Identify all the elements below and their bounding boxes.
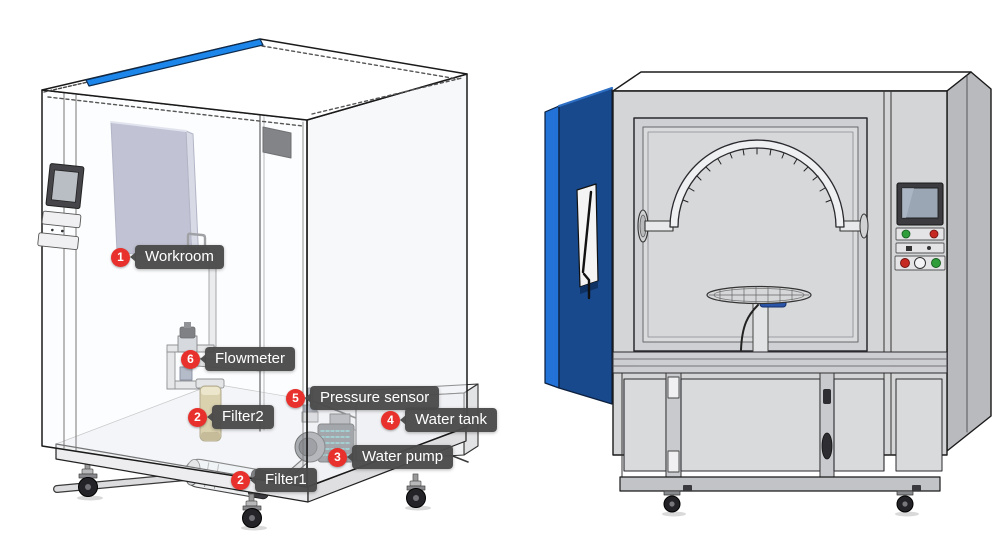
switch-row[interactable] (895, 242, 945, 254)
callout-pressure-sensor: 5 Pressure sensor (286, 386, 440, 410)
left-machine-internal-view (37, 38, 479, 531)
caster-front-left (662, 490, 686, 517)
cabinet-panel-center[interactable] (680, 378, 821, 472)
floor-pipe (53, 473, 190, 493)
stop-button[interactable] (900, 258, 910, 268)
left-panel-screen[interactable] (51, 169, 79, 203)
callout-filter2: 2 Filter2 (188, 405, 274, 429)
spray-nozzles (682, 147, 832, 203)
indicator-red (929, 229, 939, 239)
column-panel (895, 378, 943, 472)
cabinet-latch[interactable] (823, 389, 831, 404)
callout-label: Water tank (405, 408, 497, 432)
door-handle-lever (581, 190, 593, 274)
vent (262, 126, 292, 159)
left-panel-strip-2[interactable] (37, 232, 80, 251)
caster-front-right (895, 490, 919, 517)
control-panel[interactable] (894, 182, 946, 271)
callout-badge: 2 (231, 470, 250, 490)
turntable-cable (740, 304, 759, 351)
workroom-panel (110, 121, 200, 265)
callout-flowmeter: 6 Flowmeter (181, 347, 296, 371)
machine-base (619, 476, 941, 492)
caster-middle (241, 493, 267, 531)
callout-badge: 6 (181, 349, 200, 369)
top-blue-strip (85, 38, 264, 87)
indicator-green (901, 229, 911, 239)
callout-label: Filter2 (212, 405, 274, 429)
callout-badge: 3 (328, 447, 347, 467)
left-panel-strip-1[interactable] (41, 210, 82, 229)
hinge-bottom (667, 450, 680, 473)
chamber-opening (633, 117, 868, 352)
cabinet-panel-right[interactable] (833, 378, 885, 472)
right-side-face (946, 71, 992, 452)
door-window (576, 183, 599, 300)
callout-water-pump: 3 Water pump (328, 445, 454, 469)
callout-label: Water pump (352, 445, 454, 469)
right-machine-exterior-view (544, 71, 992, 517)
chamber-door[interactable] (544, 86, 614, 405)
caster-left (77, 461, 103, 501)
turntable (706, 285, 812, 354)
hinge-top (667, 376, 680, 399)
power-button[interactable] (914, 257, 926, 269)
cabinet-panel-left[interactable] (623, 378, 667, 472)
sill-band (612, 351, 948, 374)
callout-water-tank: 4 Water tank (381, 408, 497, 432)
left-control-panel[interactable] (37, 163, 86, 251)
top-face (612, 71, 972, 92)
cabinet-knob[interactable] (821, 432, 833, 460)
callout-badge: 5 (286, 388, 305, 408)
top-face (41, 38, 468, 127)
door-edge (544, 105, 560, 389)
callout-badge: 4 (381, 410, 400, 430)
lower-cabinet (621, 372, 943, 478)
callout-label: Pressure sensor (310, 386, 440, 410)
callout-label: Workroom (135, 245, 224, 269)
spray-arc (637, 139, 869, 243)
callout-label: Filter1 (255, 468, 317, 492)
caster-right (405, 473, 431, 511)
callout-filter1: 2 Filter1 (231, 468, 317, 492)
callout-badge: 1 (111, 247, 130, 267)
start-button[interactable] (931, 258, 941, 268)
flowmeter (166, 322, 215, 390)
arc-flange-right (859, 213, 869, 239)
callout-workroom: 1 Workroom (111, 245, 224, 269)
callout-label: Flowmeter (205, 347, 296, 371)
callout-badge: 2 (188, 407, 207, 427)
